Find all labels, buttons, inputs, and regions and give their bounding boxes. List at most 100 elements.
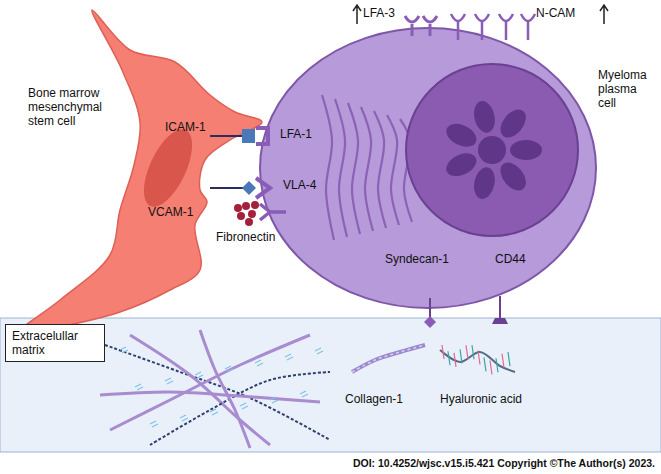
box-title: Extracelullar matrix (12, 329, 98, 357)
matrix-bristle (150, 421, 158, 427)
matrix-box: Extracelullar matrix (5, 324, 105, 362)
nucleolus (478, 136, 506, 164)
lfa3-receptor (405, 16, 419, 36)
receptor-label: LFA-3 (363, 6, 395, 20)
ncam-receptor (499, 14, 513, 40)
connector-group (210, 136, 255, 188)
matrix-fiber (130, 335, 270, 445)
stem-cell-nucleus (134, 122, 202, 213)
matrix-bristle (225, 366, 233, 372)
hyaluronic-chain (440, 350, 515, 372)
receptor-label: LFA-1 (280, 127, 312, 141)
matrix-fiber (110, 335, 310, 430)
receptor-label: N-CAM (536, 6, 575, 20)
fibronectin-blob (248, 210, 256, 218)
matrix-bristle (180, 415, 188, 421)
increase-arrow (600, 5, 608, 24)
fibronectin-blob (234, 204, 242, 212)
lfa1-receptor (256, 126, 270, 146)
heterochromatin (471, 99, 498, 135)
matrix-bristle (240, 403, 248, 409)
increase-arrow (353, 5, 361, 24)
hyaluronic-bristle (448, 351, 450, 365)
plasma-cell-body (260, 28, 596, 308)
hyaluronic-bristle (496, 358, 498, 372)
fibronectin-blob (251, 201, 259, 209)
ligand-label: Fibronectin (216, 230, 275, 244)
cell-label: Myeloma plasma cell (598, 68, 656, 110)
matrix-bristle (285, 354, 293, 360)
hyaluronic-bristle (472, 345, 474, 359)
matrix-region: Extracelullar matrixCollagen-1 Hyaluronic… (0, 318, 661, 452)
matrix-bristle (210, 409, 218, 415)
receptor-label: CD44 (495, 252, 526, 266)
vla4-fibronectin-receptor (260, 204, 286, 220)
ncam-receptor (475, 14, 489, 40)
hyaluronic-bristle (454, 353, 456, 367)
icam1-ligand (242, 129, 255, 143)
heterochromatin (495, 105, 531, 142)
matrix-bristle (315, 348, 323, 354)
hyaluronic-bristle (508, 352, 510, 366)
stem-cell: Bone marrow mesenchymal stem cellICAM-1V… (10, 8, 210, 338)
ligand-label: VCAM-1 (148, 205, 193, 219)
collagen-fiber (352, 345, 425, 372)
endoplasmic-reticulum (387, 115, 399, 225)
receptor-label: VLA-4 (283, 178, 316, 192)
matrix-bristle (195, 372, 203, 378)
matrix-bristle (255, 360, 263, 366)
vcam1-ligand (242, 181, 256, 195)
fibronectin-blob (245, 218, 253, 226)
fiber-label: Hyaluronic acid (440, 392, 522, 406)
source-note: DOI: 10.4252/wjsc.v15.i5.421 Copyright ©… (353, 457, 655, 470)
endoplasmic-reticulum (335, 99, 347, 237)
plasma-cell: Myeloma plasma cellLFA-1VLA-4Syndecan-1C… (255, 28, 595, 318)
cd44-head (492, 318, 508, 324)
cell-label: Bone marrow mesenchymal stem cell (28, 86, 128, 128)
endoplasmic-reticulum (374, 111, 386, 228)
collagen-fiber (352, 345, 425, 372)
syndecan-stem (429, 298, 431, 318)
endoplasmic-reticulum (361, 107, 373, 231)
heterochromatin (495, 158, 531, 195)
matrix-bristle (270, 397, 278, 403)
hyaluronic-bristle (442, 345, 444, 359)
endoplasmic-reticulum (348, 103, 360, 234)
matrix-fiber (200, 330, 250, 448)
ligand-label: ICAM-1 (165, 120, 206, 134)
fibronectin-blob (237, 212, 245, 220)
stem-cell-body (14, 10, 262, 337)
matrix-bristle (165, 378, 173, 384)
heterochromatin (471, 165, 498, 201)
matrix-band (0, 318, 661, 452)
illustration-group (0, 5, 661, 452)
heterochromatin (443, 119, 481, 151)
syndecan-head (424, 316, 436, 328)
cd44-stem (499, 296, 501, 318)
matrix-bristle (120, 347, 128, 353)
vla4-receptor (256, 178, 270, 198)
hyaluronic-bristle (484, 357, 486, 371)
hyaluronic-bristle (478, 351, 480, 365)
fiber-label: Collagen-1 (345, 392, 403, 406)
hyaluronic-bristle (502, 354, 504, 368)
heterochromatin (443, 149, 481, 181)
ncam-receptor (451, 14, 465, 40)
receptor-label: Syndecan-1 (385, 252, 449, 266)
fibronectin-blob (242, 202, 250, 210)
lfa3-receptor (423, 16, 437, 36)
plasma-cell-nucleus (406, 64, 578, 236)
heterochromatin (510, 140, 542, 160)
matrix-bristle (135, 384, 143, 390)
hyaluronic-bristle (466, 345, 468, 359)
receptor-group (234, 126, 286, 226)
hyaluronic-bristle (490, 361, 492, 375)
ncam-receptor (521, 14, 535, 40)
matrix-bristle (300, 391, 308, 397)
matrix-fiber (150, 372, 330, 445)
matrix-fiber (100, 392, 320, 402)
hyaluronic-bristle (460, 349, 462, 363)
endoplasmic-reticulum (322, 95, 334, 240)
